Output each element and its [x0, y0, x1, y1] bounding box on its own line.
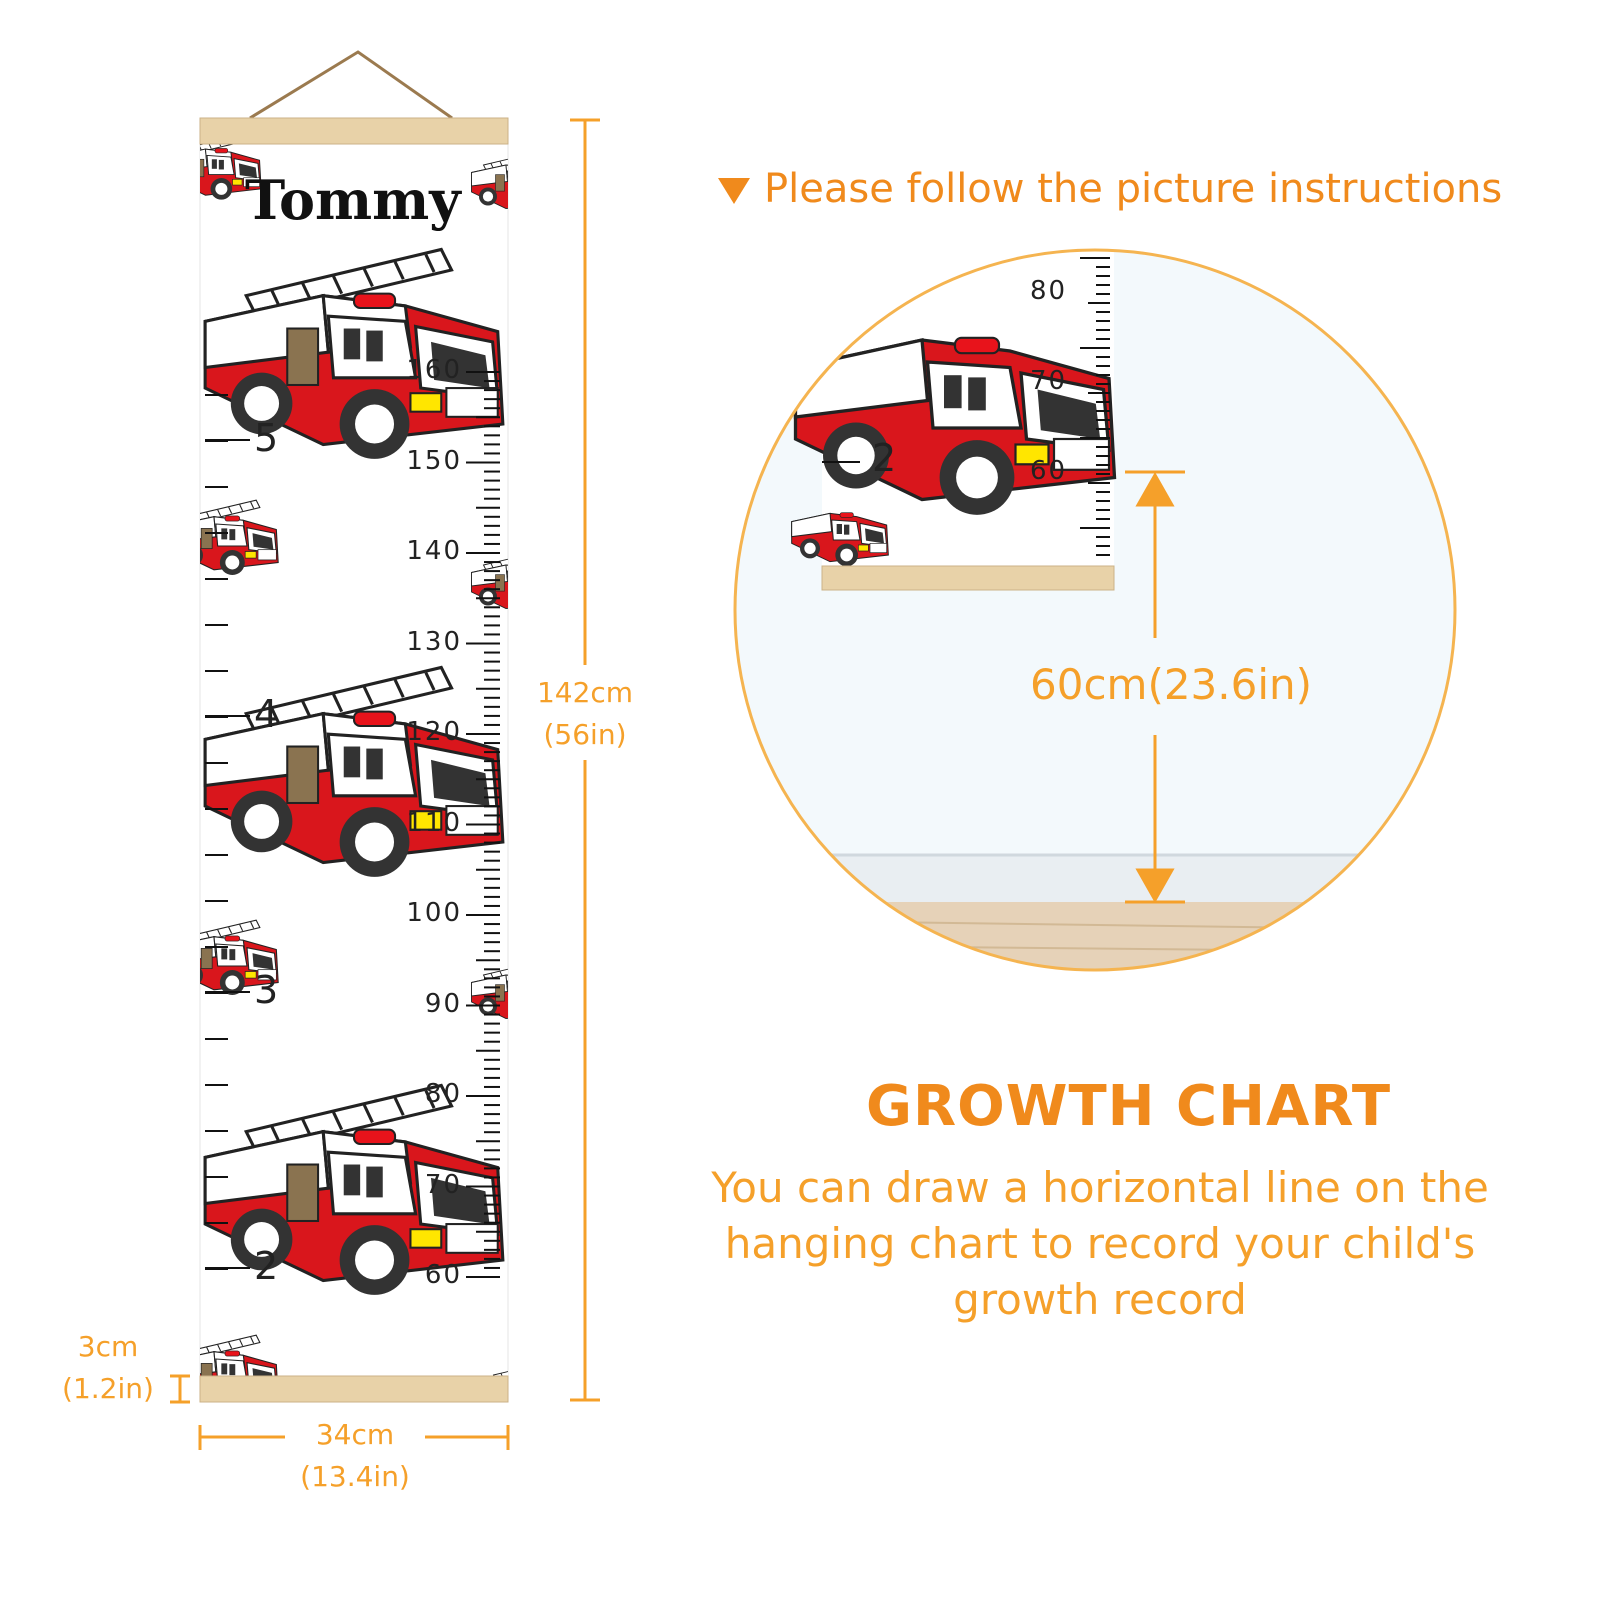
- age-ticks: [205, 394, 250, 1270]
- growth-chart-title: GROWTH CHART: [866, 1074, 1392, 1139]
- ruler-cm-label: 70: [424, 1169, 462, 1200]
- inset-wood-rod: [821, 565, 1115, 591]
- rod-cm: 3cm: [77, 1330, 139, 1363]
- inset-age-label: 2: [872, 436, 897, 480]
- ruler-cm-label: 110: [406, 807, 462, 838]
- ruler-cm-label: 150: [406, 445, 462, 476]
- installation-illustration: [733, 248, 1457, 972]
- bottom-wood-rod: [199, 1375, 509, 1403]
- rod-label: 3cm (1.2in): [48, 1326, 168, 1410]
- height-cm: 142cm: [536, 676, 634, 709]
- width-label: 34cm (13.4in): [285, 1414, 425, 1498]
- distance-label: 60cm(23.6in): [1030, 660, 1313, 709]
- instruction-heading: Please follow the picture instructions: [718, 166, 1502, 212]
- growth-chart-banner: [170, 50, 600, 1450]
- ruler-age-label: 3: [254, 968, 279, 1012]
- ruler-cm-label: 120: [406, 717, 462, 747]
- ruler-cm-label: 160: [406, 355, 462, 385]
- child-name: Tommy: [245, 168, 461, 232]
- ruler-age-label: 4: [254, 692, 279, 736]
- top-wood-rod: [199, 117, 509, 145]
- inset-cm-label: 60: [1030, 456, 1068, 486]
- width-in: (13.4in): [300, 1460, 410, 1493]
- ruler-cm-label: 60: [424, 1260, 462, 1290]
- width-cm: 34cm: [315, 1418, 395, 1451]
- ruler-cm-label: 130: [406, 626, 462, 657]
- height-in: (56in): [543, 718, 627, 751]
- description-line-2: hanging chart to record your child's: [724, 1219, 1476, 1268]
- description-line-1: You can draw a horizontal line on the: [711, 1163, 1489, 1212]
- growth-chart-description: You can draw a horizontal line on the ha…: [660, 1160, 1540, 1328]
- ruler-age-label: 5: [254, 416, 279, 460]
- ruler-cm-label: 90: [424, 988, 462, 1019]
- ruler-cm-label: 80: [424, 1079, 462, 1109]
- ruler-ticks: [466, 371, 500, 1278]
- triangle-down-icon: [718, 178, 750, 204]
- height-label: 142cm (56in): [525, 672, 645, 756]
- ruler-cm-label: 140: [406, 536, 462, 566]
- rod-in: (1.2in): [62, 1372, 154, 1405]
- ruler-cm-label: 100: [406, 898, 462, 928]
- description-line-3: growth record: [953, 1275, 1247, 1324]
- inset-cm-label: 80: [1030, 276, 1068, 306]
- instruction-text: Please follow the picture instructions: [764, 166, 1503, 212]
- ruler-age-label: 2: [254, 1244, 279, 1288]
- inset-cm-label: 70: [1030, 366, 1068, 396]
